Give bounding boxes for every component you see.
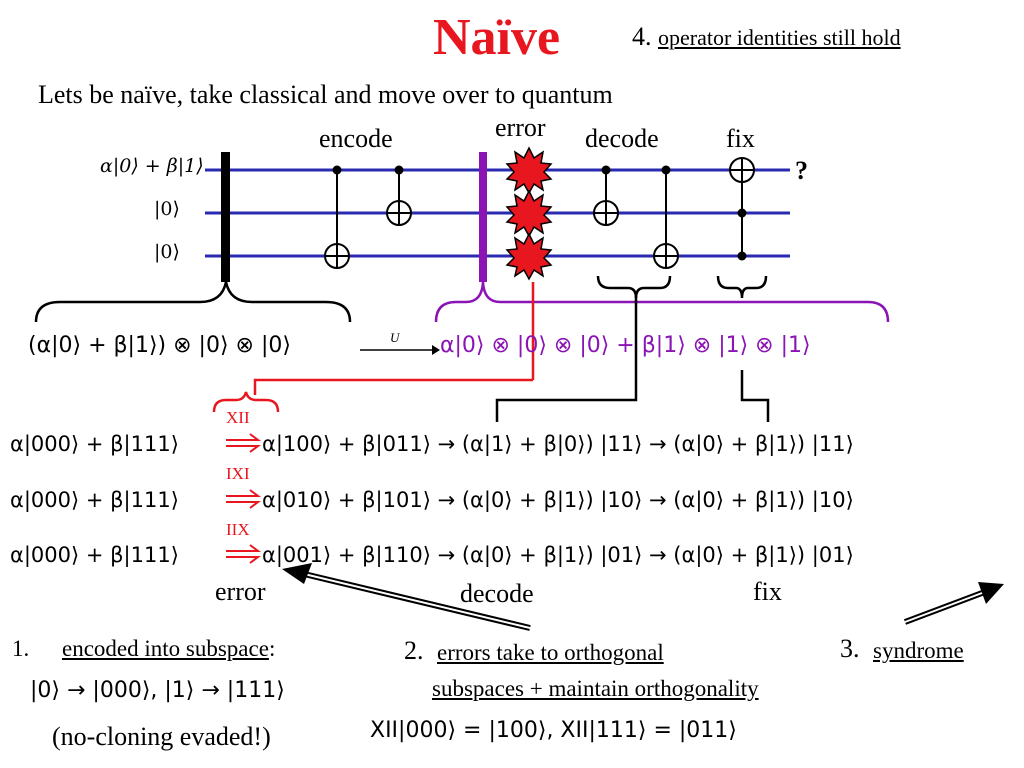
slide-subtitle: Lets be naïve, take classical and move o… [38,80,613,109]
error-op-1: XII [226,408,250,427]
pointer-arrow-to-error [282,563,531,631]
bottom-label-fix: fix [753,577,782,606]
row-2-start: α|000⟩ + β|111⟩ [10,488,179,512]
note-1-equation: |0⟩ → |000⟩, |1⟩ → |111⟩ [30,678,285,703]
slide-title: Naïve [433,9,561,66]
input-qubit-3: |0⟩ [154,241,180,263]
bottom-label-error: error [215,577,266,606]
note-1: encoded into subspace: [62,636,275,662]
encoded-input-state: (α|0⟩ + β|1⟩) ⊗ |0⟩ ⊗ |0⟩ [28,333,291,358]
error-arrow-1 [226,433,261,453]
input-qubit-2: |0⟩ [154,198,180,220]
point-4: 4. operator identities still hold [632,22,901,52]
label-error: error [495,113,546,142]
error-burst-3 [505,232,553,281]
encoded-brace [434,281,890,323]
note-2-line-2: subspaces + maintain orthogonality [432,676,759,701]
note-3-text: syndrome [873,638,964,663]
fix-toffoli [729,157,755,261]
decode-connector [495,296,638,422]
error-op-2: IXI [226,464,250,483]
encoded-barrier [479,152,487,282]
bottom-label-decode: decode [460,579,534,608]
error-op-3: IIX [226,520,250,539]
pointer-arrow-to-syndrome [903,582,1004,625]
label-encode: encode [319,124,393,153]
note-1-colon: : [268,636,276,661]
error-burst-2 [505,189,553,238]
label-decode: decode [585,124,659,153]
decode-brace [596,275,672,299]
point-4-text: operator identities still hold [658,25,901,50]
error-op-brace [212,391,280,413]
encode-cnot-1 [324,165,350,269]
input-qubit-1: α|0⟩ + β|1⟩ [100,155,204,177]
row-1-result: α|100⟩ + β|011⟩ → (α|1⟩ + β|0⟩) |11⟩ → (… [262,432,854,456]
note-1-paren: (no-cloning evaded!) [52,722,271,751]
input-brace [34,281,352,323]
unitary-label: U [390,330,400,345]
input-barrier [221,152,230,282]
error-burst-1 [505,146,553,195]
note-1-number: 1. [12,636,30,661]
row-1-start: α|000⟩ + β|111⟩ [10,432,179,456]
note-2-equation: XII|000⟩ = |100⟩, XII|111⟩ = |011⟩ [370,718,737,743]
error-arrow-3 [226,544,261,564]
output-unknown: ? [795,156,808,185]
label-fix: fix [726,124,755,153]
fix-brace [716,275,768,299]
error-arrow-2 [226,489,261,509]
row-2-result: α|010⟩ + β|101⟩ → (α|0⟩ + β|1⟩) |10⟩ → (… [262,488,854,512]
row-3-start: α|000⟩ + β|111⟩ [10,543,179,567]
decode-cnot-1 [593,165,619,226]
point-4-number: 4. [632,22,652,51]
note-2-line-1: errors take to orthogonal [437,640,664,665]
note-3-number: 3. [840,634,860,663]
encode-cnot-2 [386,165,412,226]
encoded-state: α|0⟩ ⊗ |0⟩ ⊗ |0⟩ + β|1⟩ ⊗ |1⟩ ⊗ |1⟩ [440,333,811,358]
row-3-result: α|001⟩ + β|110⟩ → (α|0⟩ + β|1⟩) |01⟩ → (… [262,543,854,567]
note-1-text: encoded into subspace [62,636,269,661]
decode-cnot-2 [653,165,679,269]
fix-connector [740,370,770,422]
note-2-number: 2. [404,636,424,665]
